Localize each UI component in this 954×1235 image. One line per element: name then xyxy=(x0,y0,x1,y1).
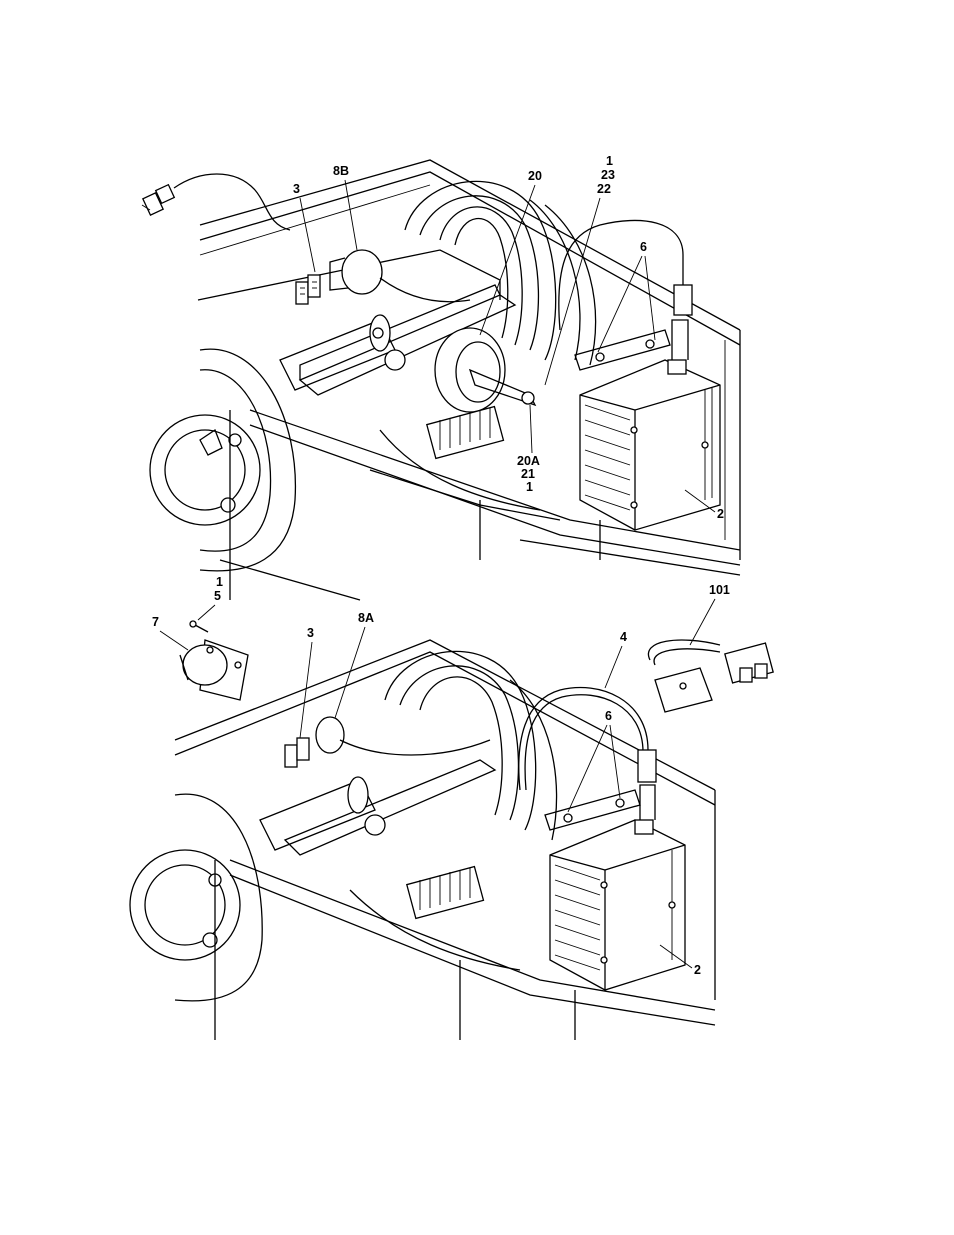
callout-2-low: 2 xyxy=(694,963,701,977)
callout-20: 20 xyxy=(528,169,542,183)
plug-connector-top xyxy=(142,174,290,230)
callout-4: 4 xyxy=(620,630,627,644)
callout-20a: 20A xyxy=(517,454,540,468)
callout-3: 3 xyxy=(293,182,300,196)
callout-1-top: 1 xyxy=(606,154,613,168)
callout-6-top: 6 xyxy=(640,240,647,254)
callout-23: 23 xyxy=(601,168,615,182)
cable-reel-ribs-top xyxy=(405,181,596,365)
callout-8a: 8A xyxy=(358,611,374,625)
callout-7: 7 xyxy=(152,615,159,629)
pulley-20 xyxy=(435,328,535,412)
callout-3-low: 3 xyxy=(307,626,314,640)
cable-reel-ribs-bottom xyxy=(385,651,557,840)
charger-box-top xyxy=(559,220,720,530)
connector-3-bottom xyxy=(285,738,309,767)
callout-8b: 8B xyxy=(333,164,349,178)
motor-7-exploded xyxy=(180,621,248,700)
motor-8a xyxy=(316,717,490,755)
left-tire-bottom xyxy=(130,794,262,1001)
left-tire-top xyxy=(150,349,295,571)
upper-assembly-drawing xyxy=(142,160,740,600)
callout-21: 21 xyxy=(521,467,535,481)
harness-101 xyxy=(648,640,773,712)
callout-6-low: 6 xyxy=(605,709,612,723)
callout-101: 101 xyxy=(709,583,730,597)
callout-1-low: 1 xyxy=(216,575,223,589)
callout-5: 5 xyxy=(214,589,221,603)
charger-box-bottom xyxy=(545,750,685,990)
lower-assembly-drawing xyxy=(130,621,773,1040)
callout-1-mid: 1 xyxy=(526,480,533,494)
callout-22: 22 xyxy=(597,182,611,196)
callout-2-top: 2 xyxy=(717,507,724,521)
